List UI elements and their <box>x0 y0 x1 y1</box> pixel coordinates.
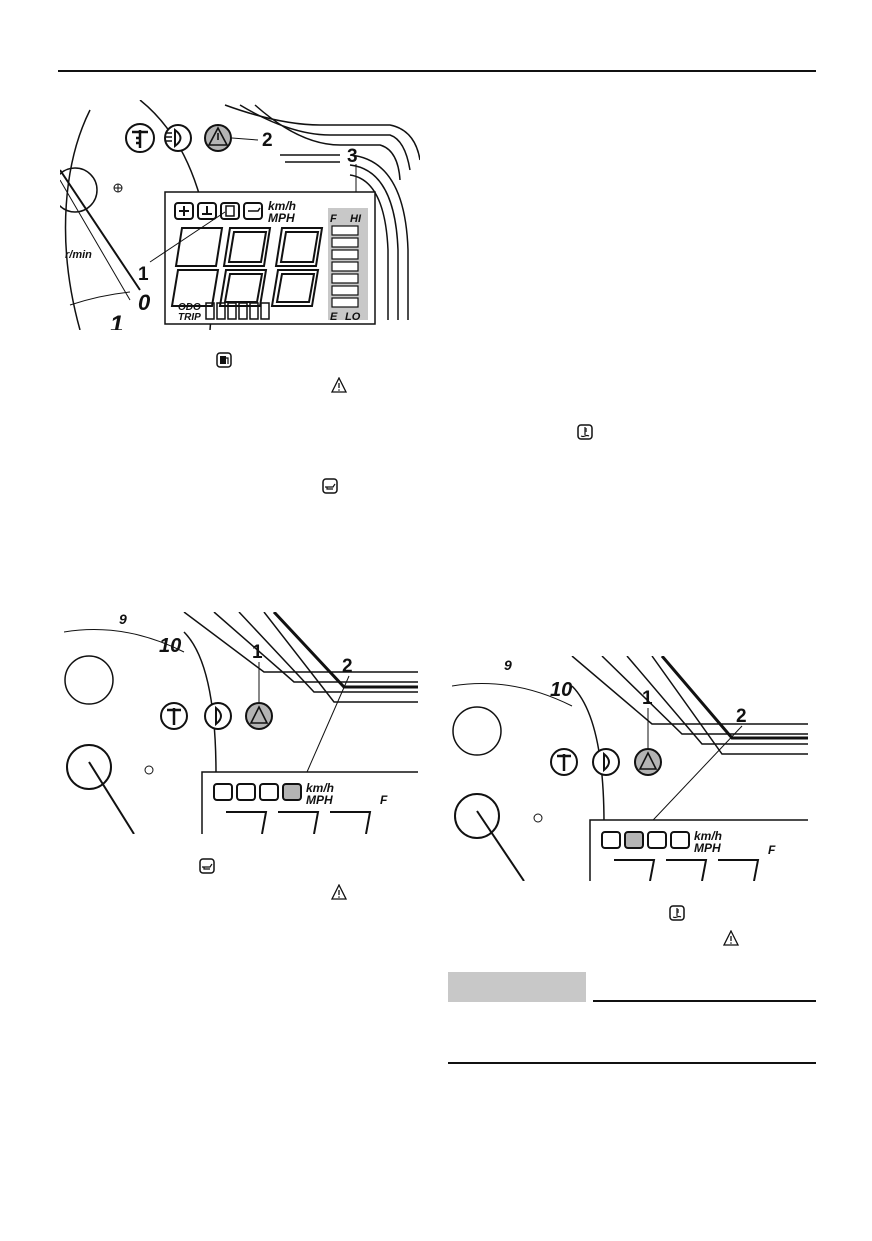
tach-digit-10: 10 <box>550 679 572 701</box>
oil-icon <box>199 858 215 874</box>
fuel-full-label: F <box>330 213 337 225</box>
lcd-indicator-row <box>174 202 263 220</box>
callout-1: 2 <box>342 656 353 677</box>
coolant-indicator-icon <box>125 123 155 153</box>
warning-icon <box>331 377 347 393</box>
figure-oil-indicator: 9 10 1 2 km/h MPH F <box>64 612 418 834</box>
coolant-temperature-icon <box>669 905 685 921</box>
warning-indicator-icon <box>634 748 662 776</box>
coolant-temperature-icon <box>577 424 593 440</box>
speed-unit-kmh: km/h <box>694 829 722 843</box>
fuel-full-label: F <box>380 793 388 807</box>
lcd-indicator-row <box>213 783 302 801</box>
warning-indicator-icon <box>204 124 232 152</box>
figure-coolant-indicator: 9 10 1 2 km/h MPH F <box>452 656 808 881</box>
speed-unit-mph: MPH <box>268 211 295 225</box>
callout-2: 1 <box>252 642 263 663</box>
tach-unit-label: r/min <box>65 249 92 261</box>
tach-digit-9: 9 <box>119 612 127 627</box>
speed-unit-kmh: km/h <box>306 781 334 795</box>
lcd-indicator-row <box>601 831 690 849</box>
note-top-rule <box>593 1000 816 1002</box>
warning-icon <box>331 884 347 900</box>
tach-digit-1: 1 <box>110 311 123 330</box>
note-bottom-rule <box>448 1062 816 1064</box>
tach-digit-10: 10 <box>159 635 181 657</box>
fuel-icon <box>216 352 232 368</box>
headlight-indicator-icon <box>592 748 620 776</box>
coolant-indicator-icon <box>550 748 578 776</box>
headlight-indicator-icon <box>164 124 192 152</box>
bar-gauge-segments <box>331 225 359 308</box>
callout-1: 1 <box>138 264 149 285</box>
odometer-digits <box>205 302 270 320</box>
callout-1: 2 <box>736 706 747 727</box>
headlight-indicator-icon <box>204 702 232 730</box>
speed-digits <box>170 227 324 307</box>
callout-2: 1 <box>642 688 653 709</box>
oil-icon <box>322 478 338 494</box>
warning-indicator-icon <box>245 702 273 730</box>
temp-hi-label: HI <box>350 213 362 225</box>
note-header-box <box>448 972 586 1002</box>
tach-digit-0: 0 <box>138 290 151 315</box>
temp-lo-label: LO <box>345 311 361 323</box>
speed-unit-kmh: km/h <box>268 199 296 213</box>
callout-2: 2 <box>262 130 273 151</box>
fuel-empty-label: E <box>330 311 338 323</box>
fuel-full-label: F <box>768 843 776 857</box>
callout-3: 3 <box>347 146 358 167</box>
speed-unit-mph: MPH <box>306 793 333 807</box>
coolant-indicator-icon <box>160 702 188 730</box>
warning-icon <box>723 930 739 946</box>
page-header-rule <box>58 70 816 72</box>
speed-unit-mph: MPH <box>694 841 721 855</box>
odo-label: ODO <box>178 302 201 313</box>
trip-label: TRIP <box>178 312 201 323</box>
tach-digit-9: 9 <box>504 657 512 673</box>
figure-meter-display: r/min 1 0 2 3 km/h <box>60 100 420 330</box>
